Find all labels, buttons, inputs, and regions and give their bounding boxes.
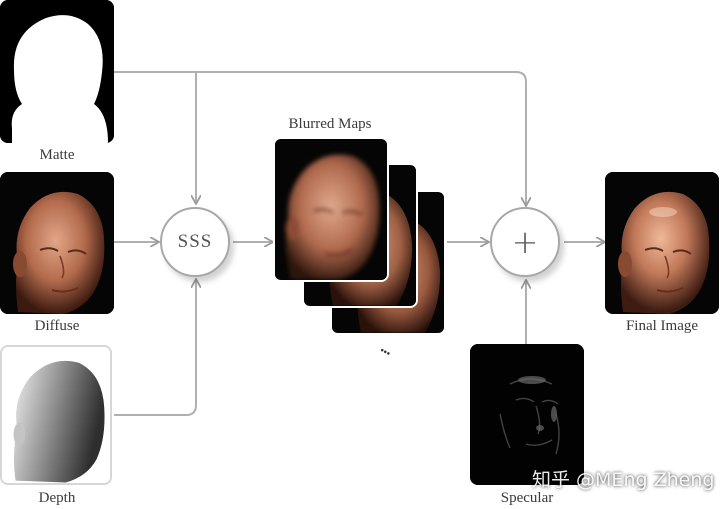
- depth-map-render: [2, 347, 110, 483]
- diffuse-face-render: [0, 172, 114, 314]
- sss-operator-node: SSS: [160, 207, 230, 277]
- diffuse-image: [0, 172, 114, 314]
- sss-label: SSS: [177, 231, 213, 252]
- blurred-map-1: [273, 137, 389, 282]
- matte-bus-line: [114, 71, 526, 205]
- diffuse-caption: Diffuse: [34, 318, 80, 334]
- specular-image: [470, 344, 584, 485]
- watermark: 知乎 @MEng Zheng: [532, 469, 715, 491]
- depth-image: [0, 345, 112, 485]
- specular-render: [470, 344, 584, 485]
- specular-caption: Specular: [500, 490, 554, 506]
- final-face-render: [605, 172, 719, 314]
- final-image-caption: Final Image: [625, 318, 699, 334]
- blurred-maps-caption: Blurred Maps: [288, 116, 372, 132]
- depth-caption: Depth: [38, 490, 76, 506]
- matte-image: [0, 0, 114, 143]
- final-image: [605, 172, 719, 314]
- matte-caption: Matte: [39, 147, 75, 163]
- matte-head-silhouette: [0, 0, 114, 143]
- depth-to-sss-arrow: [114, 280, 196, 416]
- add-symbol: +: [511, 223, 539, 261]
- add-operator-node: +: [490, 207, 560, 277]
- blurred-face-1: [275, 139, 387, 280]
